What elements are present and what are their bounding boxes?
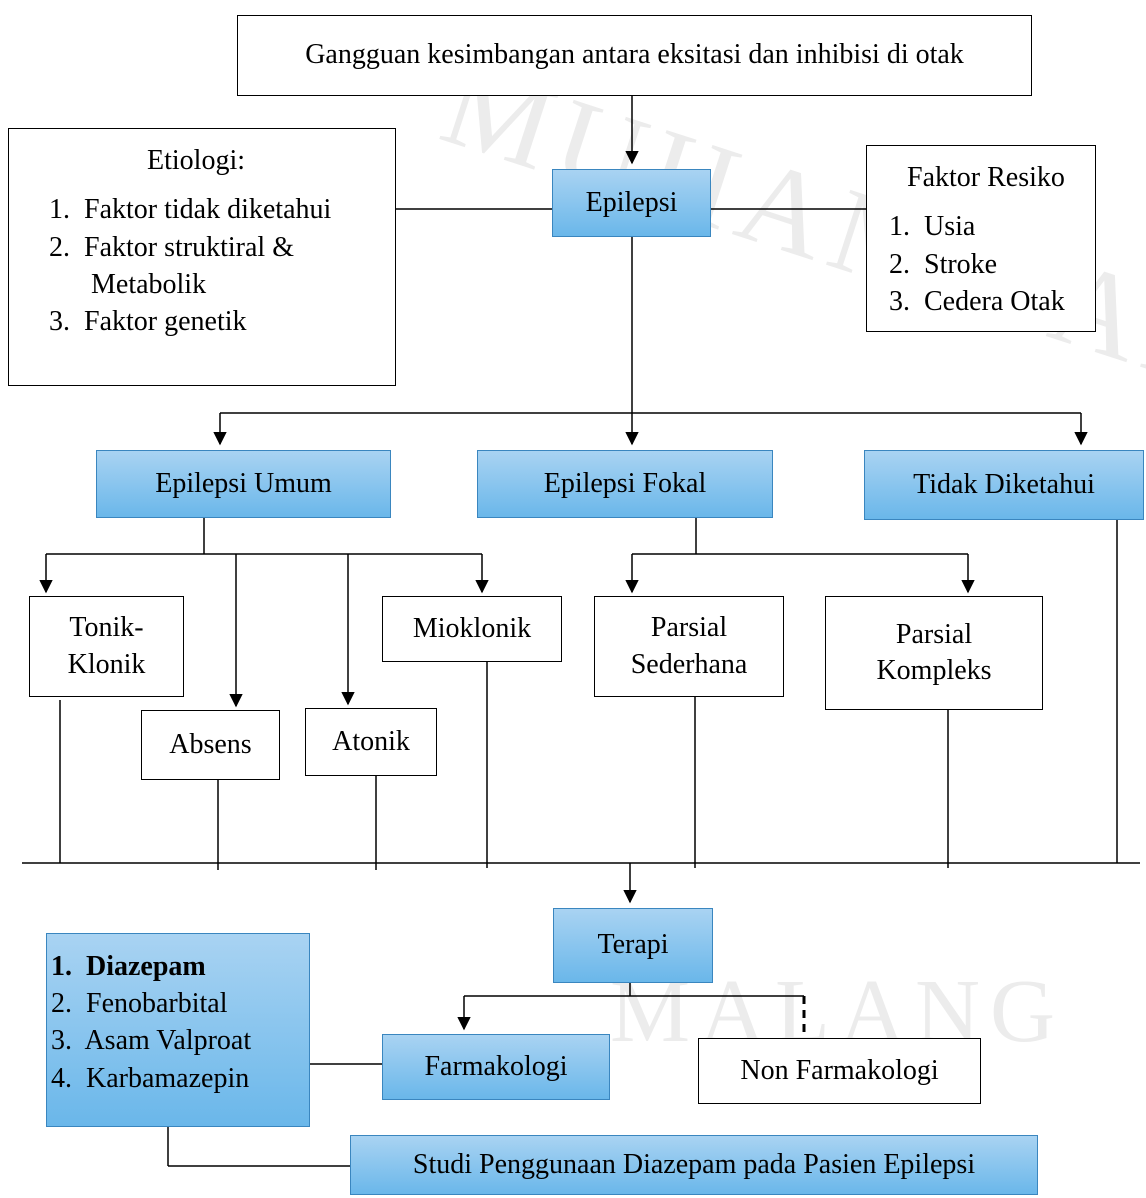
non-farmakologi-box: Non Farmakologi: [698, 1038, 981, 1104]
tidak-diketahui-label: Tidak Diketahui: [913, 468, 1095, 500]
tonik-klonik-box: Tonik- Klonik: [29, 596, 184, 697]
epilepsi-label: Epilepsi: [585, 186, 678, 218]
parsial-sederhana-line2: Sederhana: [630, 648, 748, 680]
epilepsi-fokal-box: Epilepsi Fokal: [477, 450, 773, 518]
etiologi-list: 1. Faktor tidak diketahui 2. Faktor stru…: [49, 191, 331, 340]
root-box: Gangguan kesimbangan antara eksitasi dan…: [237, 15, 1032, 96]
root-text: Gangguan kesimbangan antara eksitasi dan…: [305, 39, 964, 71]
etiologi-item: 1. Faktor tidak diketahui: [49, 194, 332, 226]
terapi-label: Terapi: [597, 929, 669, 961]
epilepsi-umum-label: Epilepsi Umum: [155, 467, 332, 499]
terapi-box: Terapi: [553, 908, 713, 983]
drug-list: 1. Diazepam 2. Fenobarbital 3. Asam Valp…: [51, 948, 251, 1097]
non-farmakologi-label: Non Farmakologi: [740, 1054, 939, 1086]
epilepsi-fokal-label: Epilepsi Fokal: [543, 467, 707, 499]
etiologi-title: Etiologi:: [147, 145, 245, 176]
epilepsi-box: Epilepsi: [552, 169, 711, 237]
parsial-sederhana-line1: Parsial: [650, 612, 728, 644]
drug-item-diazepam: 1. Diazepam: [51, 951, 206, 982]
etiologi-box: Etiologi: 1. Faktor tidak diketahui 2. F…: [8, 128, 396, 386]
parsial-sederhana-box: Parsial Sederhana: [594, 596, 784, 697]
farmakologi-box: Farmakologi: [382, 1034, 610, 1100]
mioklonik-label: Mioklonik: [412, 612, 532, 644]
faktor-resiko-item: 1. Usia: [889, 211, 976, 243]
faktor-resiko-title: Faktor Resiko: [907, 162, 1065, 193]
drug-item: 3. Asam Valproat: [51, 1025, 252, 1057]
atonik-label: Atonik: [332, 725, 410, 757]
faktor-resiko-list: 1. Usia 2. Stroke 3. Cedera Otak: [889, 208, 1065, 320]
farmakologi-label: Farmakologi: [424, 1050, 568, 1082]
etiologi-item: Metabolik: [49, 268, 207, 300]
drug-item: 2. Fenobarbital: [51, 988, 228, 1020]
epilepsi-umum-box: Epilepsi Umum: [96, 450, 391, 518]
parsial-kompleks-line1: Parsial: [895, 618, 973, 650]
faktor-resiko-item: 2. Stroke: [889, 248, 998, 280]
mioklonik-box: Mioklonik: [382, 596, 562, 662]
parsial-kompleks-line2: Kompleks: [876, 655, 992, 686]
atonik-box: Atonik: [305, 708, 437, 776]
faktor-resiko-item: 3. Cedera Otak: [889, 285, 1065, 317]
study-box: Studi Penggunaan Diazepam pada Pasien Ep…: [350, 1135, 1038, 1195]
tonik-klonik-line2: Klonik: [67, 648, 146, 680]
etiologi-item: 2. Faktor struktiral &: [49, 231, 294, 263]
drug-item: 4. Karbamazepin: [51, 1062, 250, 1094]
study-label: Studi Penggunaan Diazepam pada Pasien Ep…: [412, 1148, 976, 1180]
absens-label: Absens: [169, 728, 252, 760]
absens-box: Absens: [141, 710, 280, 780]
tidak-diketahui-box: Tidak Diketahui: [864, 450, 1144, 520]
tonik-klonik-line1: Tonik-: [69, 612, 144, 644]
etiologi-item: 3. Faktor genetik: [49, 306, 247, 338]
faktor-resiko-box: Faktor Resiko 1. Usia 2. Stroke 3. Ceder…: [866, 145, 1096, 332]
drug-list-box: 1. Diazepam 2. Fenobarbital 3. Asam Valp…: [46, 933, 310, 1127]
parsial-kompleks-box: Parsial Kompleks: [825, 596, 1043, 710]
